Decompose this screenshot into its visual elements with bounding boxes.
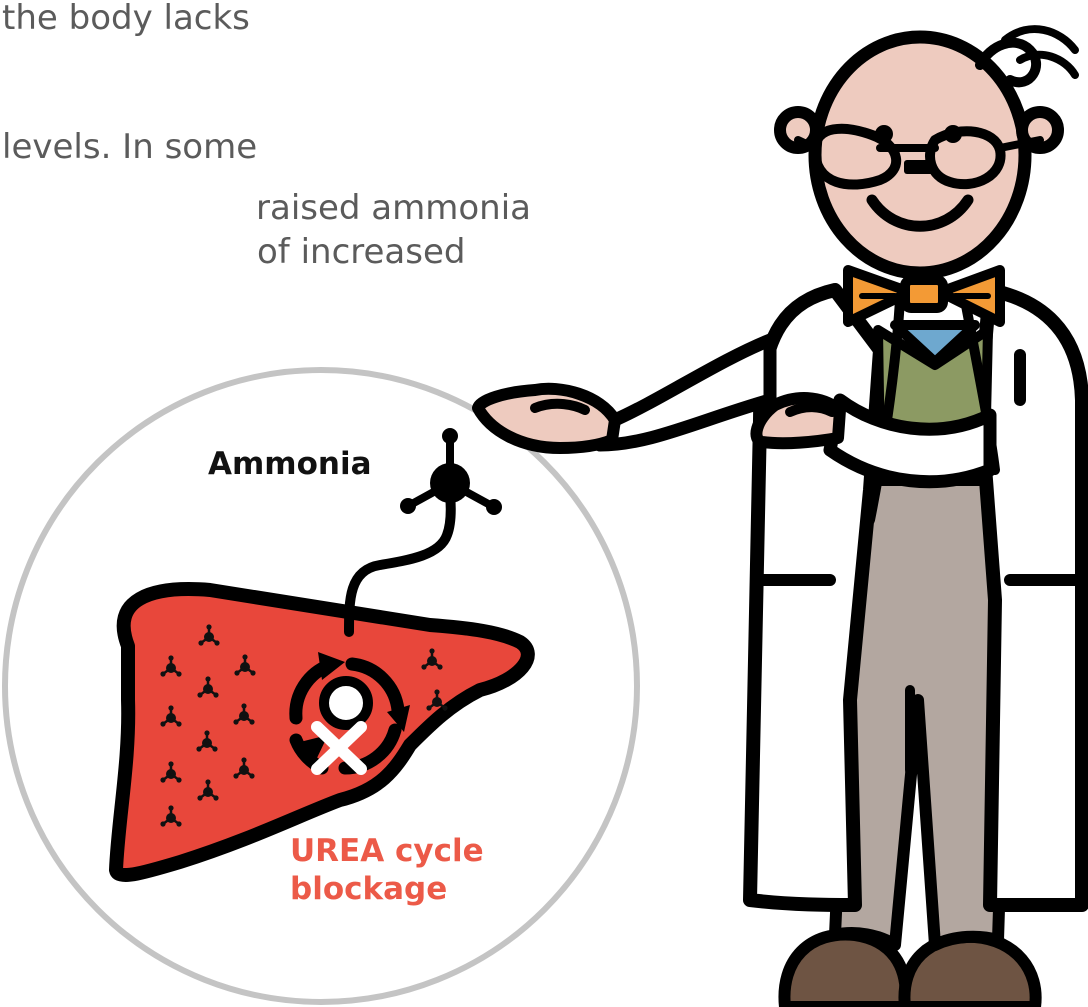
urea-cycle-blockage-label: UREA cycle blockage <box>290 832 484 908</box>
ammonia-label: Ammonia <box>208 446 372 482</box>
ammonia-molecule-large-icon <box>400 428 502 515</box>
cycle-center-icon <box>324 681 368 725</box>
scientist-illustration <box>478 29 1082 1007</box>
urea-label-line: UREA cycle <box>290 832 484 870</box>
urea-label-line: blockage <box>290 870 484 908</box>
